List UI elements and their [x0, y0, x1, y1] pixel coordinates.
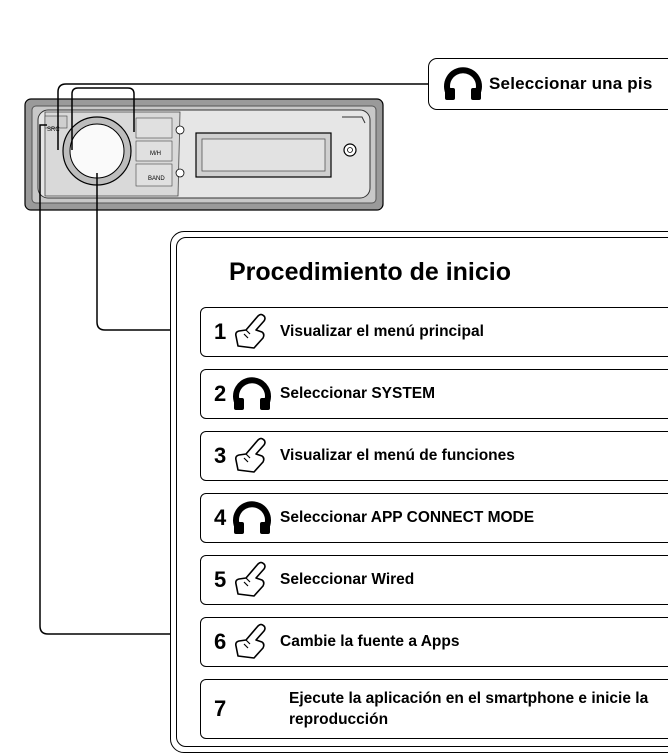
step-text: Cambie la fuente a Apps: [280, 633, 460, 650]
callout-label: Seleccionar una pis: [489, 74, 653, 93]
panel-inner-border: [176, 237, 668, 747]
mh-button-label: M/H: [150, 151, 161, 157]
panel-title: Procedimiento de inicio: [229, 258, 511, 286]
step-number: 5: [214, 567, 227, 592]
car-stereo-unit: [24, 98, 384, 211]
rotary-knob-icon: [233, 501, 271, 534]
press-hand-icon: [235, 437, 266, 473]
connector-lines: [39, 83, 428, 635]
press-hand-icon: [235, 313, 266, 349]
press-hand-icon: [235, 623, 266, 659]
step-3: 3 Visualizar el menú de funciones: [200, 431, 668, 481]
step-text: Seleccionar APP CONNECT MODE: [280, 509, 535, 526]
step-1: 1 Visualizar el menú principal: [200, 307, 668, 357]
step-text: Ejecute la aplicación en el smartphone e…: [289, 690, 649, 728]
src-button-label: SRC: [47, 127, 60, 133]
step-number: 1: [214, 319, 227, 344]
step-6: 6 Cambie la fuente a Apps: [200, 617, 668, 667]
step-text: Visualizar el menú principal: [280, 323, 484, 340]
step-4: 4 Seleccionar APP CONNECT MODE: [200, 493, 668, 543]
step-text: Visualizar el menú de funciones: [280, 447, 515, 464]
step-5: 5 Seleccionar Wired: [200, 555, 668, 605]
step-number: 6: [214, 629, 227, 654]
step-number: 4: [214, 505, 227, 530]
step-7: 7 Ejecute la aplicación en el smartphone…: [200, 679, 668, 739]
step-2: 2 Seleccionar SYSTEM: [200, 369, 668, 419]
step-number: 7: [214, 696, 227, 721]
select-piste-callout: Seleccionar una pis: [428, 58, 668, 110]
rotary-knob-icon: [233, 377, 271, 410]
band-button-label: BAND: [148, 176, 165, 182]
step-number: 3: [214, 443, 227, 468]
press-hand-icon: [235, 561, 266, 597]
step-text: Seleccionar SYSTEM: [280, 385, 436, 402]
step-number: 2: [214, 381, 227, 406]
rotary-knob-icon: [444, 67, 482, 100]
step-text: Seleccionar Wired: [280, 571, 415, 588]
